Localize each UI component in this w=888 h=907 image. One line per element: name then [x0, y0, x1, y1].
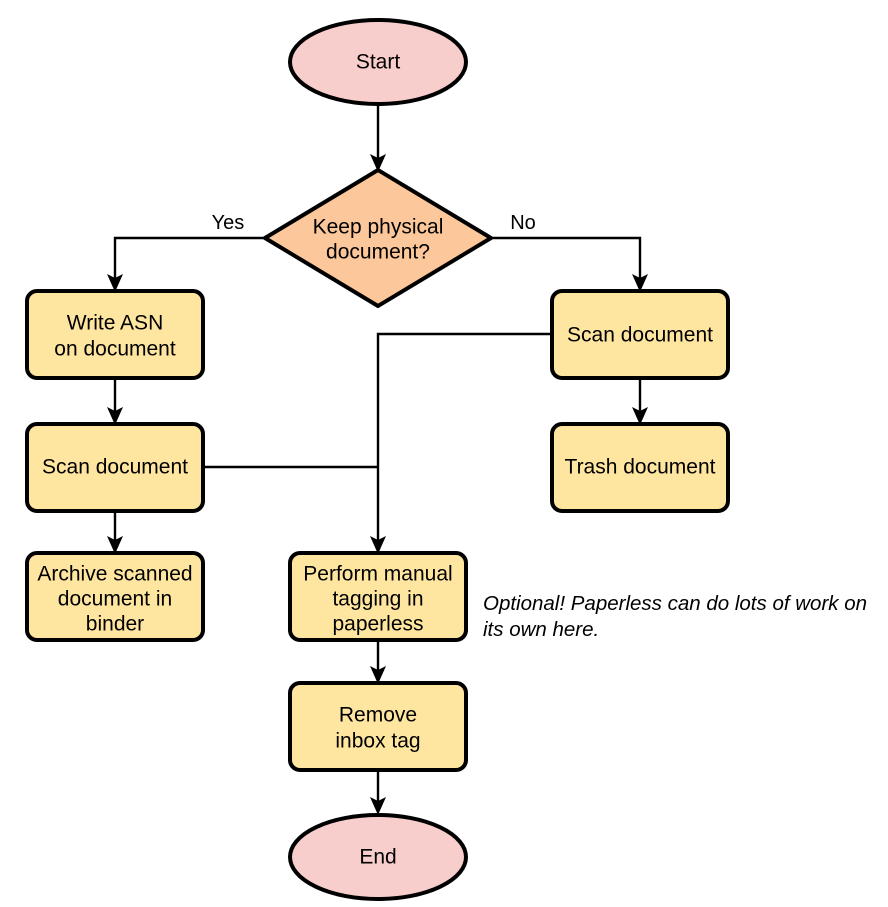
- node-perform-manual-tagging[interactable]: Perform manual tagging in paperless: [288, 551, 468, 642]
- node-tagging-label-line2: tagging in: [332, 588, 423, 611]
- node-trash-label: Trash document: [565, 456, 716, 479]
- node-start-label: Start: [356, 51, 401, 74]
- write-asn-rect[interactable]: [25, 289, 205, 380]
- annotation-optional-note: Optional! Paperless can do lots of work …: [483, 592, 867, 641]
- arrowhead: [370, 154, 386, 172]
- annotation-layer: Optional! Paperless can do lots of work …: [483, 592, 867, 641]
- node-remove-inbox-label-line1: Remove: [339, 704, 417, 727]
- node-write-asn-label-line2: on document: [54, 338, 176, 361]
- arrowhead: [370, 797, 386, 815]
- end-ellipse[interactable]: [288, 813, 468, 901]
- node-write-asn[interactable]: Write ASN on document: [25, 289, 205, 380]
- arrowhead: [107, 536, 123, 554]
- edge-decision-no-to-scan-right: No: [491, 212, 648, 292]
- node-decision-label-line2: document?: [326, 241, 430, 264]
- edge-scan-left-to-archive: [107, 511, 123, 554]
- edge-write-asn-to-scan-left: [107, 378, 123, 425]
- arrowhead: [370, 536, 386, 554]
- node-start[interactable]: Start: [288, 18, 468, 106]
- arrowhead: [370, 666, 386, 684]
- arrowhead: [107, 407, 123, 425]
- node-remove-inbox-tag[interactable]: Remove inbox tag: [288, 681, 468, 772]
- node-archive-label-line2: document in: [58, 588, 172, 611]
- decision-diamond[interactable]: [263, 168, 493, 308]
- edge-start-to-decision: [370, 104, 386, 172]
- trash-rect[interactable]: [550, 422, 730, 513]
- node-write-asn-label-line1: Write ASN: [67, 312, 163, 335]
- node-remove-inbox-label-line2: inbox tag: [335, 730, 420, 753]
- node-trash-document[interactable]: Trash document: [550, 422, 730, 513]
- edge-decision-yes-to-write-asn: Yes: [107, 212, 265, 292]
- edge-path: [113, 236, 265, 281]
- edge-path: [491, 236, 642, 281]
- node-archive-label-line3: binder: [86, 613, 144, 636]
- edge-scan-right-to-tagging: [370, 332, 552, 554]
- edge-path: [376, 332, 552, 543]
- arrowhead: [632, 407, 648, 425]
- edge-tagging-to-remove-inbox: [370, 640, 386, 684]
- node-decision-keep-physical-document[interactable]: Keep physical document?: [263, 168, 493, 308]
- scan-right-rect[interactable]: [550, 289, 730, 380]
- edge-remove-inbox-to-end: [370, 770, 386, 815]
- node-end[interactable]: End: [288, 813, 468, 901]
- node-archive-label-line1: Archive scanned: [37, 563, 192, 586]
- start-ellipse[interactable]: [288, 18, 468, 106]
- node-tagging-label-line1: Perform manual: [303, 563, 452, 586]
- node-scan-document-left[interactable]: Scan document: [25, 422, 205, 513]
- node-archive-scanned-document[interactable]: Archive scanned document in binder: [25, 551, 205, 642]
- node-scan-document-right[interactable]: Scan document: [550, 289, 730, 380]
- arrowhead: [632, 274, 648, 292]
- annotation-line2: its own here.: [483, 618, 599, 641]
- edge-layer: Yes No: [107, 104, 648, 815]
- node-layer: Start Keep physical document? Write ASN …: [25, 18, 730, 901]
- arrowhead: [107, 274, 123, 292]
- edge-scan-right-to-trash: [632, 378, 648, 425]
- node-tagging-label-line3: paperless: [332, 613, 423, 636]
- node-scan-right-label: Scan document: [567, 324, 713, 347]
- edge-label-yes: Yes: [212, 212, 245, 234]
- node-scan-left-label: Scan document: [42, 456, 188, 479]
- edge-label-no: No: [510, 212, 536, 234]
- archive-rect[interactable]: [25, 551, 205, 642]
- remove-inbox-rect[interactable]: [288, 681, 468, 772]
- scan-left-rect[interactable]: [25, 422, 205, 513]
- annotation-line1: Optional! Paperless can do lots of work …: [483, 592, 867, 615]
- node-end-label: End: [359, 846, 396, 869]
- tagging-rect[interactable]: [288, 551, 468, 642]
- node-decision-label-line1: Keep physical: [313, 216, 444, 239]
